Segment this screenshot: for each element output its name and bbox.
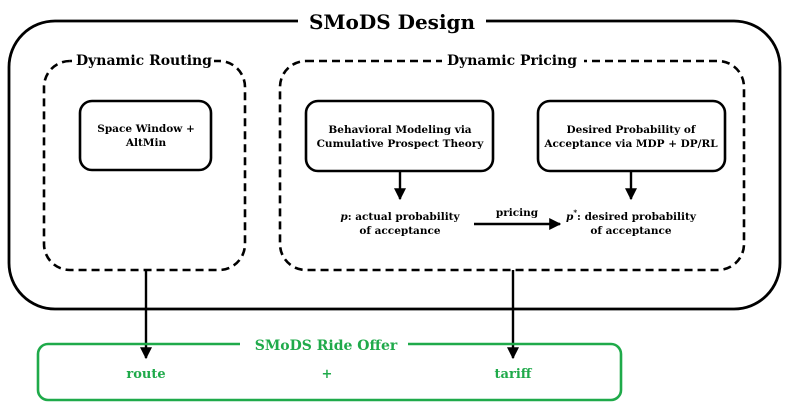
behavioral-modeling-line1: Behavioral Modeling via — [328, 124, 471, 136]
desired-probability-line1: p*: desired probability — [566, 208, 697, 223]
desired-probability-box-line1: Desired Probability of — [567, 124, 697, 136]
pricing-arrow-label: pricing — [496, 207, 539, 219]
pricing-heading-background — [442, 48, 584, 72]
dynamic-routing-group — [42, 59, 247, 272]
space-window-box — [78, 99, 213, 172]
actual-probability-symbol: p — [340, 211, 348, 223]
actual-probability-line1: p: actual probability — [340, 211, 460, 223]
actual-probability-line2: of acceptance — [359, 225, 440, 237]
title-background — [298, 8, 486, 36]
dynamic-pricing-heading: Dynamic Pricing — [447, 53, 577, 69]
desired-probability-line2: of acceptance — [590, 225, 671, 237]
route-label: route — [126, 367, 165, 382]
ride-offer-heading: SMoDS Ride Offer — [255, 338, 398, 354]
actual-probability-text: : actual probability — [348, 211, 461, 223]
desired-probability-superscript: * — [573, 208, 577, 217]
desired-probability-box — [536, 99, 727, 173]
behavioral-modeling-box — [304, 99, 495, 173]
tariff-label: tariff — [495, 367, 533, 382]
plus-sign: + — [322, 367, 333, 382]
space-window-label-line2: AltMin — [125, 137, 167, 149]
space-window-label-line1: Space Window + — [97, 123, 195, 135]
behavioral-modeling-line2: Cumulative Prospect Theory — [317, 138, 485, 150]
ride-offer-heading-background — [240, 333, 408, 355]
routing-heading-background — [72, 48, 214, 72]
desired-probability-symbol: p — [566, 211, 574, 223]
desired-probability-text: : desired probability — [577, 211, 697, 223]
diagram-title: SMoDS Design — [309, 10, 476, 34]
desired-probability-box-line2: Acceptance via MDP + DP/RL — [543, 138, 718, 150]
dynamic-routing-heading: Dynamic Routing — [76, 53, 212, 69]
